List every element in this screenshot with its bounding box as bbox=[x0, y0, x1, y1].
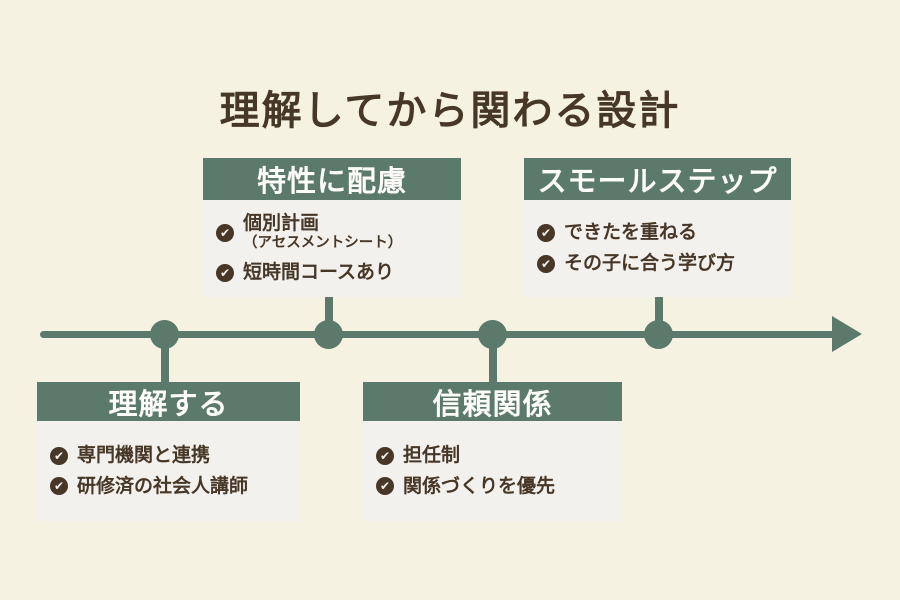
list-item: ✔ 専門機関と連携 bbox=[50, 443, 287, 467]
list-item-text: その子に合う学び方 bbox=[564, 252, 736, 274]
list-item: ✔ 担任制 bbox=[376, 443, 609, 467]
card-shinrai-kankei: 信頼関係 ✔ 担任制 ✔ 関係づくりを優先 bbox=[363, 382, 622, 521]
card-header: スモールステップ bbox=[524, 158, 791, 200]
timeline-arrowhead-icon bbox=[832, 316, 862, 352]
list-item: ✔ 関係づくりを優先 bbox=[376, 474, 609, 498]
timeline-node-dot bbox=[644, 320, 673, 349]
card-tokusei-ni-hairyo: 特性に配慮 ✔ 個別計画 （アセスメントシート） ✔ 短時間コースあり bbox=[203, 158, 461, 297]
timeline-connector bbox=[325, 293, 333, 335]
check-circle-icon: ✔ bbox=[376, 477, 394, 496]
card-small-step: スモールステップ ✔ できたを重ねる ✔ その子に合う学び方 bbox=[524, 158, 791, 297]
card-body: ✔ 専門機関と連携 ✔ 研修済の社会人講師 bbox=[37, 421, 300, 521]
timeline-node-dot bbox=[478, 320, 507, 349]
list-item-text: 関係づくりを優先 bbox=[403, 474, 556, 497]
timeline-connector bbox=[161, 335, 169, 385]
list-item-text: 短時間コースあり bbox=[243, 260, 395, 283]
check-circle-icon: ✔ bbox=[376, 446, 394, 465]
card-body: ✔ できたを重ねる ✔ その子に合う学び方 bbox=[524, 200, 791, 297]
check-circle-icon: ✔ bbox=[537, 254, 555, 273]
list-item-text: 個別計画 （アセスメントシート） bbox=[243, 212, 403, 252]
list-item: ✔ 研修済の社会人講師 bbox=[50, 474, 287, 498]
card-body: ✔ 個別計画 （アセスメントシート） ✔ 短時間コースあり bbox=[203, 200, 461, 297]
list-item: ✔ その子に合う学び方 bbox=[537, 252, 778, 275]
list-item: ✔ 個別計画 （アセスメントシート） bbox=[216, 213, 448, 252]
check-circle-icon: ✔ bbox=[50, 446, 68, 465]
card-header: 理解する bbox=[37, 382, 300, 421]
check-circle-icon: ✔ bbox=[216, 224, 234, 243]
card-header: 特性に配慮 bbox=[203, 158, 461, 200]
check-circle-icon: ✔ bbox=[216, 263, 234, 282]
timeline-axis bbox=[40, 331, 838, 338]
list-item-text: 専門機関と連携 bbox=[77, 443, 211, 466]
card-header: 信頼関係 bbox=[363, 382, 622, 421]
diagram-title: 理解してから関わる設計 bbox=[219, 88, 681, 134]
timeline-node-dot bbox=[314, 320, 343, 349]
list-item-text: できたを重ねる bbox=[564, 221, 698, 244]
list-item: ✔ できたを重ねる bbox=[537, 221, 778, 244]
timeline-connector bbox=[655, 293, 663, 335]
card-rikai-suru: 理解する ✔ 専門機関と連携 ✔ 研修済の社会人講師 bbox=[37, 382, 300, 521]
check-circle-icon: ✔ bbox=[537, 224, 555, 243]
check-circle-icon: ✔ bbox=[50, 477, 68, 496]
timeline-node-dot bbox=[150, 320, 179, 349]
card-body: ✔ 担任制 ✔ 関係づくりを優先 bbox=[363, 421, 622, 521]
list-item-text: 担任制 bbox=[403, 443, 461, 466]
list-item: ✔ 短時間コースあり bbox=[216, 260, 448, 284]
list-item-text: 研修済の社会人講師 bbox=[77, 474, 249, 497]
timeline-connector bbox=[489, 335, 497, 385]
